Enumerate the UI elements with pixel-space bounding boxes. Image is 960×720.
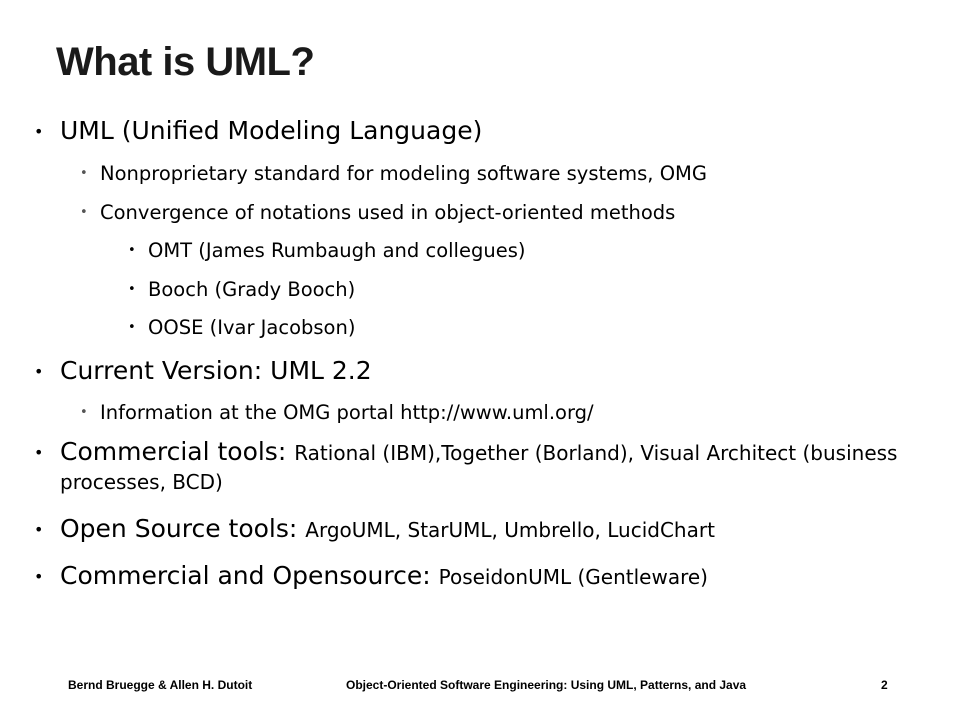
bullet-icon: •: [128, 282, 136, 297]
bullet-rest: Rational (IBM),Together (Borland), Visua…: [60, 441, 898, 494]
bullet-icon: •: [34, 443, 44, 462]
bullet-icon: •: [34, 567, 44, 586]
slide-title: What is UML?: [56, 40, 315, 84]
bullet-text: Booch (Grady Booch): [148, 278, 356, 301]
footer-book-title: Object-Oriented Software Engineering: Us…: [346, 678, 747, 692]
bullet-rest: PoseidonUML (Gentleware): [438, 565, 708, 589]
bullet-uml: • UML (Unified Modeling Language): [34, 116, 483, 146]
bullet-commercial-opensource: • Commercial and Opensource: PoseidonUML…: [34, 561, 708, 592]
bullet-icon: •: [34, 520, 44, 539]
bullet-icon: •: [34, 122, 44, 141]
bullet-open-source-tools: • Open Source tools: ArgoUML, StarUML, U…: [34, 514, 715, 545]
bullet-icon: •: [34, 362, 44, 381]
bullet-text: Information at the OMG portal http://www…: [100, 401, 594, 424]
bullet-icon: •: [128, 243, 136, 258]
bullet-omg-portal: • Information at the OMG portal http://w…: [80, 401, 594, 425]
bullet-text: Convergence of notations used in object-…: [100, 201, 676, 224]
bullet-text: Nonproprietary standard for modeling sof…: [100, 162, 707, 185]
bullet-icon: •: [128, 320, 136, 335]
footer-authors: Bernd Bruegge & Allen H. Dutoit: [68, 678, 253, 692]
bullet-nonproprietary: • Nonproprietary standard for modeling s…: [80, 162, 707, 186]
bullet-icon: •: [80, 405, 88, 420]
bullet-convergence: • Convergence of notations used in objec…: [80, 201, 676, 225]
bullet-text: OOSE (Ivar Jacobson): [148, 316, 356, 339]
bullet-icon: •: [80, 205, 88, 220]
bullet-rest: ArgoUML, StarUML, Umbrello, LucidChart: [305, 518, 715, 542]
bullet-current-version: • Current Version: UML 2.2: [34, 356, 372, 386]
bullet-booch: • Booch (Grady Booch): [128, 278, 356, 302]
bullet-lead: Open Source tools:: [60, 514, 306, 543]
footer-page-number: 2: [881, 678, 888, 692]
bullet-text: UML (Unified Modeling Language): [60, 116, 483, 145]
bullet-lead: Commercial and Opensource:: [60, 561, 439, 590]
bullet-text: Current Version: UML 2.2: [60, 356, 372, 385]
bullet-commercial-tools: • Commercial tools: Rational (IBM),Toget…: [34, 437, 940, 496]
bullet-oose: • OOSE (Ivar Jacobson): [128, 316, 356, 340]
bullet-icon: •: [80, 166, 88, 181]
bullet-text: OMT (James Rumbaugh and collegues): [148, 239, 526, 262]
bullet-lead: Commercial tools:: [60, 437, 295, 466]
bullet-omt: • OMT (James Rumbaugh and collegues): [128, 239, 526, 263]
